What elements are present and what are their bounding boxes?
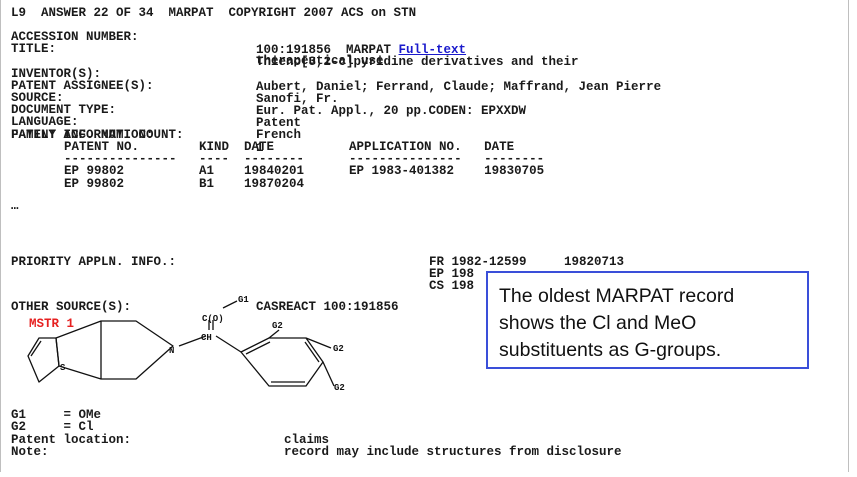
inventor-label: INVENTOR(S): xyxy=(11,67,102,82)
title-value-line2: therapeutical use xyxy=(256,54,384,69)
other-source-label: OTHER SOURCE(S): xyxy=(11,300,132,314)
g2-right-label-2: G2 xyxy=(334,383,345,393)
doctype-value: Patent xyxy=(256,115,302,130)
thiophene-ring xyxy=(27,337,60,383)
patent-location-value: claims xyxy=(284,433,330,447)
ch-label: CH xyxy=(201,333,212,343)
g2-definition: G2 = Cl xyxy=(11,420,94,434)
note-value: record may include structures from discl… xyxy=(284,445,622,459)
priority-line-3: CS 198 xyxy=(429,279,475,293)
callout-line-2: shows the Cl and MeO xyxy=(499,312,697,334)
markush-structure-diagram: C(O) G1 CH N S G2 G2 G2 xyxy=(27,295,345,393)
patent-table-row: EP 99802 A1 19840201 EP 1983-401382 1983… xyxy=(64,164,545,178)
title-row-2: therapeutical use xyxy=(11,43,384,68)
patent-table-row: EP 99802 B1 19870204 xyxy=(64,177,305,191)
g1-definition: G1 = OMe xyxy=(11,408,102,422)
s-label: S xyxy=(60,363,66,373)
patent-location-label: Patent location: xyxy=(11,433,132,447)
language-label: LANGUAGE: xyxy=(11,115,79,130)
assignee-row: PATENT ASSIGNEE(S): Sanofi, Fr. xyxy=(11,68,339,105)
language-value: French xyxy=(256,127,302,142)
family-label: FAMILY ACC. NUM. COUNT: xyxy=(11,128,184,143)
title-value-line1: Thieno[3,2-c]pyridine derivatives and th… xyxy=(256,54,579,69)
family-row: FAMILY ACC. NUM. COUNT: 1 xyxy=(11,117,264,154)
full-text-link[interactable]: Full-text xyxy=(398,42,467,57)
title-row: TITLE: Thieno[3,2-c]pyridine derivatives… xyxy=(11,31,579,68)
accession-value: 100:191856 MARPAT xyxy=(256,42,399,57)
language-row: LANGUAGE: French xyxy=(11,104,301,141)
priority-label: PRIORITY APPLN. INFO.: xyxy=(11,255,177,269)
doctype-label: DOCUMENT TYPE: xyxy=(11,103,117,118)
priority-line-2: EP 198 xyxy=(429,267,475,281)
source-value: Eur. Pat. Appl., 20 pp.CODEN: EPXXDW xyxy=(256,103,527,118)
title-label: TITLE: xyxy=(11,42,57,57)
g1-top-label: G1 xyxy=(238,295,249,305)
callout-line-3: substituents as G-groups. xyxy=(499,339,722,361)
patent-table-divider: --------------- ---- -------- ----------… xyxy=(64,152,545,166)
assignee-value: Sanofi, Fr. xyxy=(256,91,339,106)
assignee-label: PATENT ASSIGNEE(S): xyxy=(11,79,154,94)
mstr-label: MSTR 1 xyxy=(29,317,75,331)
doctype-row: DOCUMENT TYPE: Patent xyxy=(11,92,301,129)
other-source-value: CASREACT 100:191856 xyxy=(256,300,399,314)
source-row: SOURCE: Eur. Pat. Appl., 20 pp.CODEN: EP… xyxy=(11,80,526,117)
ellipsis: … xyxy=(11,199,19,213)
c-o-label: C(O) xyxy=(202,314,224,324)
accession-label: ACCESSION NUMBER: xyxy=(11,30,139,45)
inventor-value: Aubert, Daniel; Ferrand, Claude; Maffran… xyxy=(256,79,662,94)
source-label: SOURCE: xyxy=(11,91,64,106)
patent-table-header: PATENT NO. KIND DATE APPLICATION NO. DAT… xyxy=(64,140,515,154)
g2-right-label-1: G2 xyxy=(333,344,344,354)
accession-row: ACCESSION NUMBER: 100:191856 MARPAT Full… xyxy=(11,19,466,56)
benzene-ring xyxy=(240,337,324,387)
answer-header: L9 ANSWER 22 OF 34 MARPAT COPYRIGHT 2007… xyxy=(11,6,417,20)
inventor-row: INVENTOR(S): Aubert, Daniel; Ferrand, Cl… xyxy=(11,56,661,93)
priority-line-1: FR 1982-12599 19820713 xyxy=(429,255,625,269)
annotation-callout: The oldest MARPAT record shows the Cl an… xyxy=(486,271,809,369)
patent-info-label: PATENT INFORMATION: xyxy=(11,128,154,142)
n-label: N xyxy=(169,346,174,356)
family-value: 1 xyxy=(256,140,264,155)
note-label: Note: xyxy=(11,445,49,459)
g2-ring-label: G2 xyxy=(272,321,283,331)
piperidine-ring xyxy=(55,320,174,380)
callout-line-1: The oldest MARPAT record xyxy=(499,285,735,307)
accession-value-group: 100:191856 MARPAT Full-text xyxy=(256,42,467,57)
